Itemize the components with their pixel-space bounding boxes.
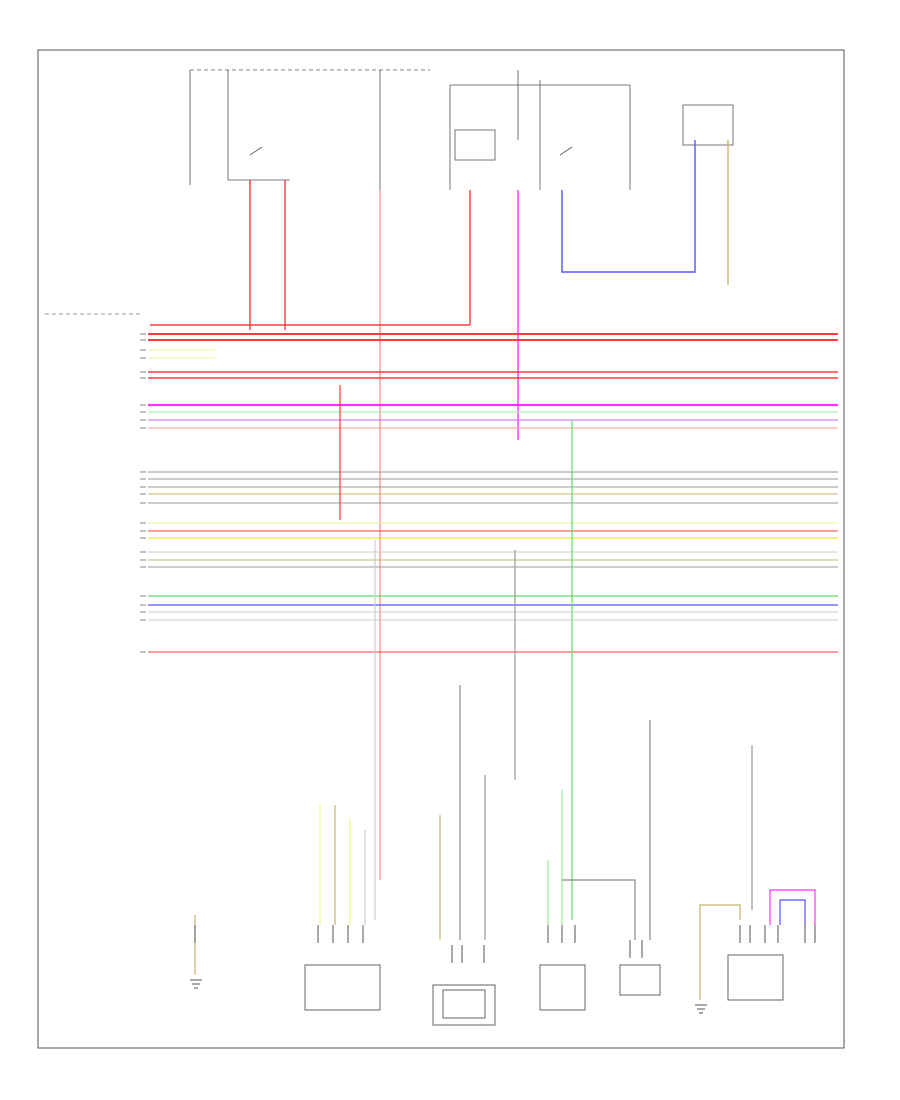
component-mid-right <box>539 964 586 1011</box>
diagram-frame <box>37 49 845 1049</box>
bottom-components <box>304 954 784 1026</box>
component-center-inner <box>442 989 486 1019</box>
component-left <box>304 964 381 1011</box>
harness-trunks <box>194 385 816 1000</box>
harness-pin-markers <box>140 333 146 653</box>
fuse-relay-area <box>189 69 734 190</box>
harness-wire-rows <box>148 333 838 653</box>
component-far-right <box>727 954 784 1001</box>
fuse-drop-wires <box>150 140 729 880</box>
ground-symbols <box>190 979 707 1014</box>
component-pins <box>194 925 816 963</box>
component-right-small <box>619 964 661 996</box>
